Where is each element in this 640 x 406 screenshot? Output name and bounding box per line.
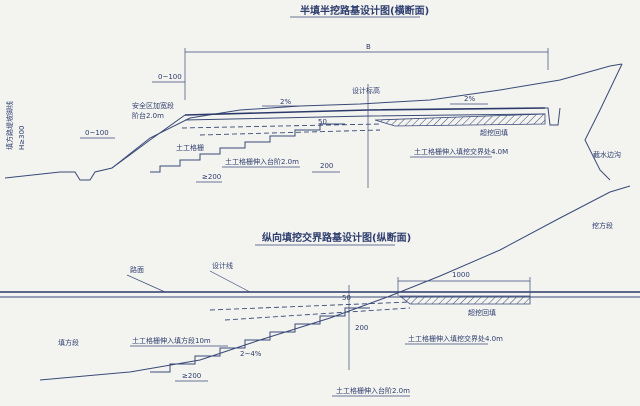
top-dim-50: 50 — [318, 118, 327, 126]
top-dim-200: 200 — [320, 162, 333, 170]
top-slope-label-b: 0~100 — [85, 129, 109, 137]
bottom-cut-side: 挖方段 — [592, 221, 613, 230]
bottom-fill-side: 填方段 — [58, 338, 79, 347]
bottom-geogrid-line-1 — [209, 301, 411, 311]
bottom-overexcav-hatch — [398, 295, 531, 305]
top-grade-right: 2% — [464, 95, 475, 103]
top-overexcav-hatch — [374, 113, 546, 127]
top-geogrid-label: 土工格栅 — [176, 143, 204, 152]
top-slope-label-a: 0~100 — [158, 73, 182, 81]
top-width-label: B — [366, 43, 371, 51]
bottom-geogrid-step2: 土工格栅伸入台阶2.0m — [336, 386, 410, 395]
top-h-group: H≥300 — [18, 126, 26, 151]
bottom-road-label: 路面 — [130, 265, 144, 274]
bottom-dim-ge200: ≥200 — [182, 372, 201, 380]
top-title: 半填半挖路基设计图(横断面) — [300, 4, 429, 17]
bottom-geogrid-line-2 — [224, 307, 411, 321]
top-natural-ground — [4, 63, 623, 181]
bottom-design-line: 设计线 — [212, 261, 233, 270]
top-geogrid-dim: 土工格栅伸入台阶2.0m — [225, 157, 299, 166]
bottom-dim-50: 50 — [342, 294, 351, 302]
bottom-len-1000: 1000 — [452, 271, 470, 279]
bottom-natural-ground — [39, 185, 631, 381]
bottom-geogrid-step: 土工格栅伸入填方段10m — [132, 336, 211, 345]
bottom-road-leader — [126, 274, 166, 293]
bottom-design-leader — [209, 270, 251, 293]
top-geogrid-excav: 土工格栅伸入填挖交界处4.0M — [414, 147, 508, 156]
top-geogrid-line-2 — [199, 129, 381, 136]
top-side-ditch — [545, 107, 561, 126]
top-safety-label: 安全区加宽段 — [132, 101, 174, 110]
top-benching — [150, 123, 345, 173]
top-left-vertical-group: 填方路堤坡脚线 — [5, 101, 14, 150]
top-design-elev: 设计标高 — [352, 86, 380, 95]
top-side-ditch-label: 截水边沟 — [593, 150, 621, 159]
top-step-label: 阶台2.0m — [132, 111, 164, 120]
top-overexcav: 超挖回填 — [480, 128, 508, 137]
bottom-slope: 2~4% — [240, 350, 262, 358]
top-h-label: H≥300 — [18, 126, 26, 151]
top-fill-slope — [111, 114, 186, 169]
top-cut-slope — [584, 63, 623, 181]
bottom-overexcav: 超挖回填 — [468, 308, 496, 317]
bottom-benching — [150, 307, 370, 373]
top-geogrid-line-1 — [181, 123, 381, 129]
bottom-title: 纵向填挖交界路基设计图(纵断面) — [262, 231, 411, 244]
top-grade-left: 2% — [280, 98, 291, 106]
top-left-vertical: 填方路堤坡脚线 — [5, 101, 14, 150]
top-road-surface — [184, 107, 546, 116]
top-dim-ge200: ≥200 — [202, 173, 221, 181]
bottom-geogrid-excav: 土工格栅伸入填挖交界处4.0m — [408, 334, 503, 343]
bottom-dim-200: 200 — [355, 324, 368, 332]
